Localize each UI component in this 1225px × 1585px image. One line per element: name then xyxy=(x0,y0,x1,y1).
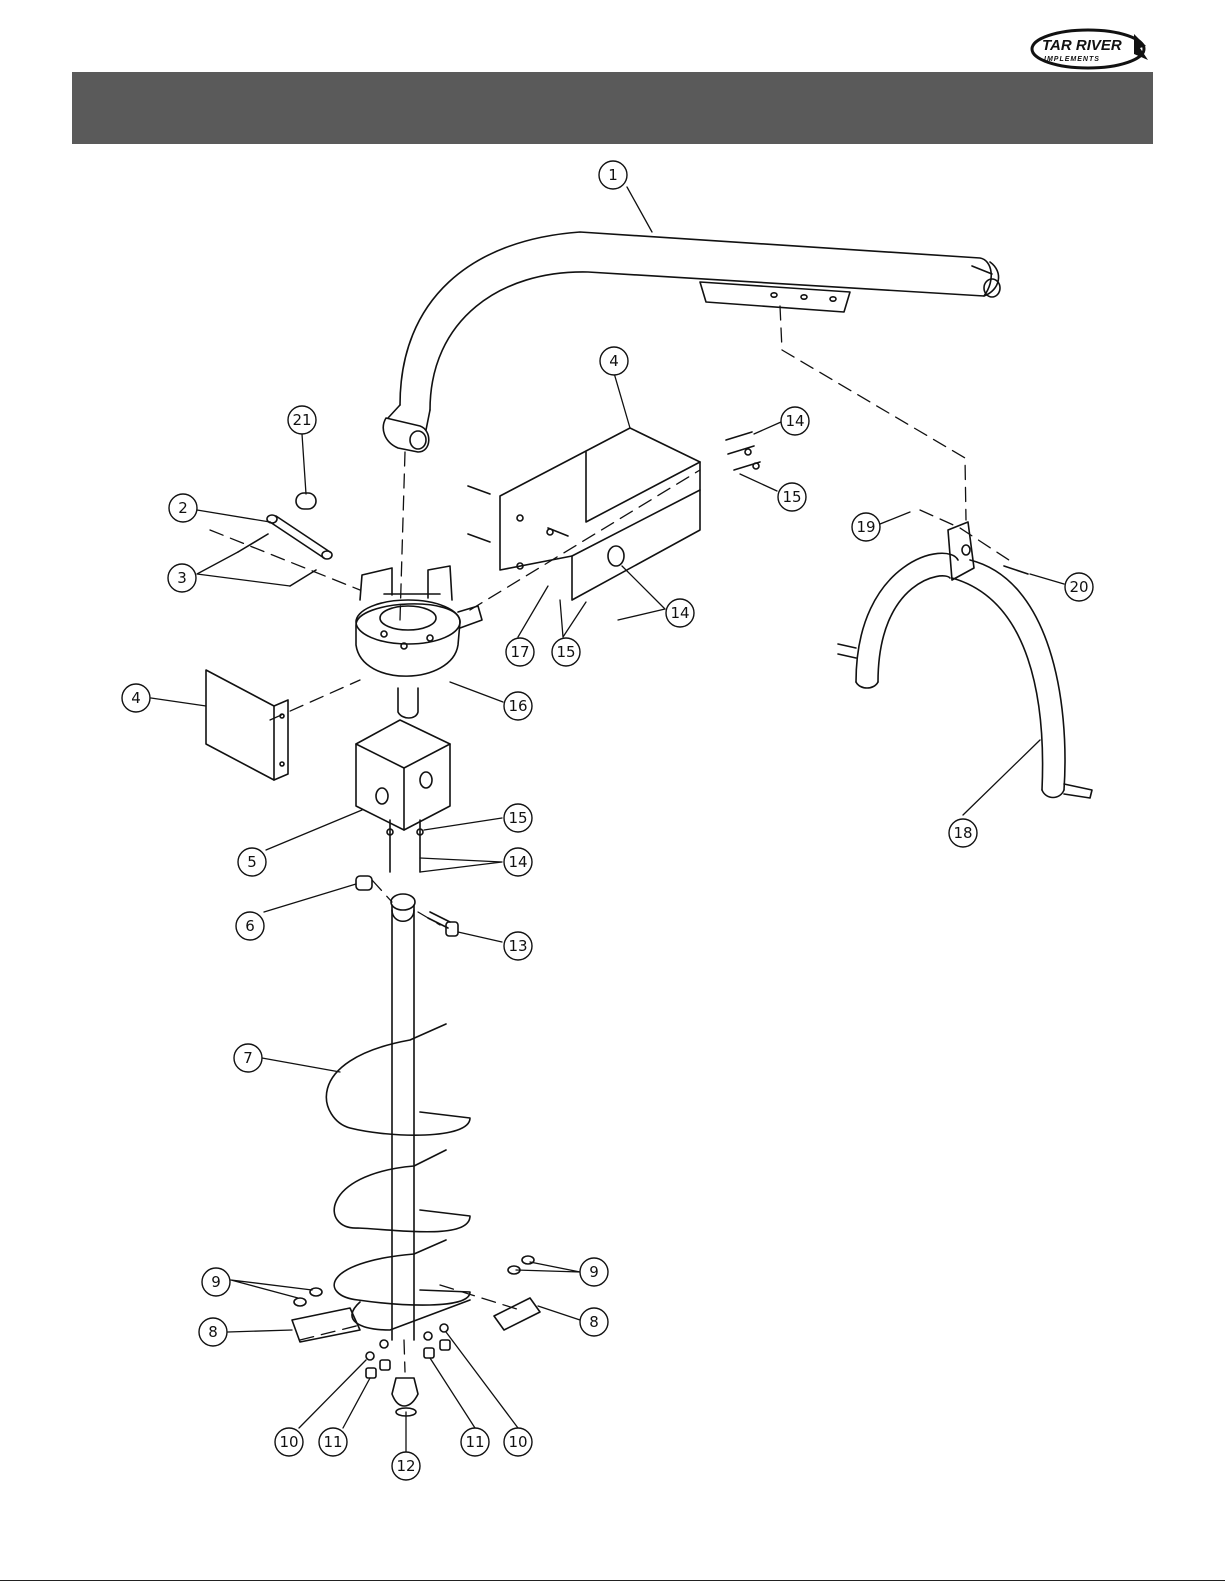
callout-9: 9 xyxy=(202,1268,230,1296)
bottom-rule xyxy=(0,1580,1225,1581)
callout-14: 14 xyxy=(504,848,532,876)
callout-21: 21 xyxy=(288,406,316,434)
svg-text:10: 10 xyxy=(279,1433,298,1451)
callout-15: 15 xyxy=(504,804,532,832)
svg-text:4: 4 xyxy=(609,352,619,370)
svg-text:1: 1 xyxy=(608,166,618,184)
callout-13: 13 xyxy=(504,932,532,960)
callout-4: 4 xyxy=(600,347,628,375)
callout-bubbles: 1 4 14 15 21 2 3 19 20 14 17 15 4 16 18 … xyxy=(122,161,1093,1480)
callout-14: 14 xyxy=(781,407,809,435)
svg-text:20: 20 xyxy=(1069,578,1088,596)
part-auger xyxy=(326,894,470,1340)
callout-12: 12 xyxy=(392,1452,420,1480)
leader-lines xyxy=(151,187,1064,1452)
callout-3: 3 xyxy=(168,564,196,592)
part-pin-and-clips xyxy=(238,493,332,586)
svg-text:8: 8 xyxy=(208,1323,218,1341)
part-cutting-teeth xyxy=(292,1256,540,1416)
part-square-hub xyxy=(356,720,450,872)
svg-text:15: 15 xyxy=(782,488,801,506)
svg-text:18: 18 xyxy=(953,824,972,842)
svg-text:4: 4 xyxy=(131,689,141,707)
svg-text:13: 13 xyxy=(508,937,527,955)
callout-20: 20 xyxy=(1065,573,1093,601)
callout-19: 19 xyxy=(852,513,880,541)
callout-14: 14 xyxy=(666,599,694,627)
callout-1: 1 xyxy=(599,161,627,189)
part-shield-box xyxy=(468,428,760,600)
callout-15: 15 xyxy=(778,483,806,511)
callout-5: 5 xyxy=(238,848,266,876)
part-boom-arm xyxy=(383,232,1000,452)
svg-text:16: 16 xyxy=(508,697,527,715)
svg-text:2: 2 xyxy=(178,499,188,517)
svg-text:9: 9 xyxy=(211,1273,221,1291)
svg-text:9: 9 xyxy=(589,1263,599,1281)
callout-16: 16 xyxy=(504,692,532,720)
callout-7: 7 xyxy=(234,1044,262,1072)
part-shaft-bolt xyxy=(356,876,458,936)
svg-text:6: 6 xyxy=(245,917,255,935)
svg-text:15: 15 xyxy=(508,809,527,827)
callout-8: 8 xyxy=(199,1318,227,1346)
svg-text:17: 17 xyxy=(510,643,529,661)
callout-6: 6 xyxy=(236,912,264,940)
svg-text:11: 11 xyxy=(323,1433,342,1451)
svg-text:15: 15 xyxy=(556,643,575,661)
callout-4: 4 xyxy=(122,684,150,712)
callout-11: 11 xyxy=(319,1428,347,1456)
callout-9: 9 xyxy=(580,1258,608,1286)
callout-15: 15 xyxy=(552,638,580,666)
svg-text:14: 14 xyxy=(508,853,527,871)
svg-text:21: 21 xyxy=(292,411,311,429)
svg-text:10: 10 xyxy=(508,1433,527,1451)
callout-2: 2 xyxy=(169,494,197,522)
svg-text:11: 11 xyxy=(465,1433,484,1451)
callout-10: 10 xyxy=(504,1428,532,1456)
callout-18: 18 xyxy=(949,819,977,847)
callout-17: 17 xyxy=(506,638,534,666)
svg-text:8: 8 xyxy=(589,1313,599,1331)
svg-text:12: 12 xyxy=(396,1457,415,1475)
svg-text:19: 19 xyxy=(856,518,875,536)
part-gearbox xyxy=(356,566,482,718)
svg-text:3: 3 xyxy=(177,569,187,587)
svg-text:5: 5 xyxy=(247,853,257,871)
part-side-plate xyxy=(206,670,288,780)
svg-text:7: 7 xyxy=(243,1049,253,1067)
callout-10: 10 xyxy=(275,1428,303,1456)
svg-text:14: 14 xyxy=(785,412,804,430)
callout-8: 8 xyxy=(580,1308,608,1336)
alignment-lines xyxy=(210,306,1012,1372)
svg-text:14: 14 xyxy=(670,604,689,622)
callout-11: 11 xyxy=(461,1428,489,1456)
part-hitch-frame xyxy=(838,522,1092,798)
